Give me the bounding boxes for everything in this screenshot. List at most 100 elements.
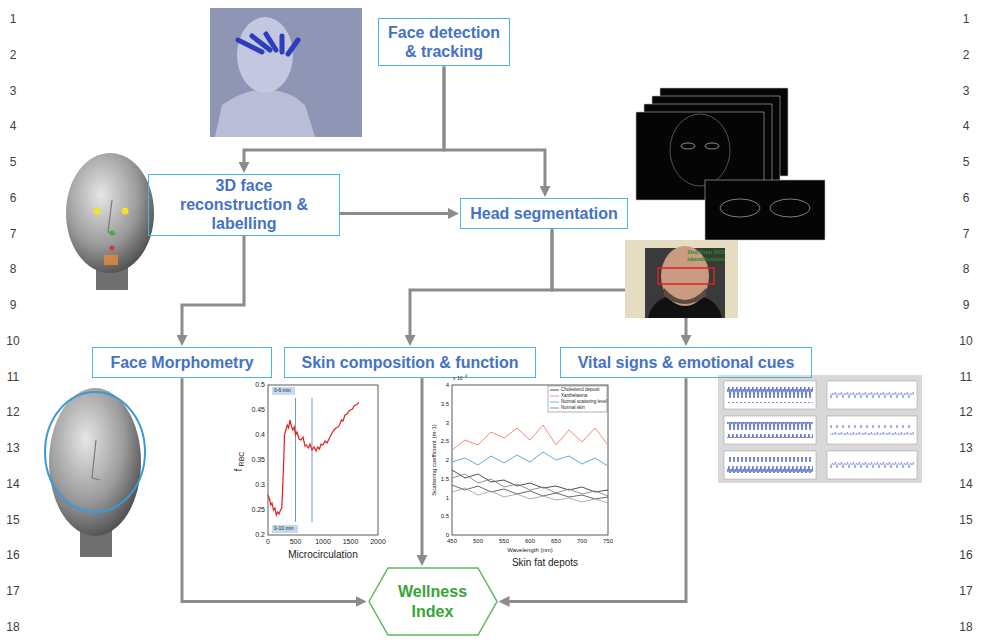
interval-box	[272, 525, 298, 533]
line-number: 8	[963, 264, 970, 277]
line-number: 13	[959, 443, 972, 456]
line-number: 18	[959, 621, 972, 634]
nose-line	[92, 440, 100, 480]
plot-frame	[452, 385, 608, 535]
node-title: Face detection & tracking	[383, 23, 505, 61]
node-title: Wellness Index	[393, 582, 473, 620]
process-box: Skin composition & function	[284, 347, 536, 378]
beard	[664, 288, 706, 304]
line-number: 10	[959, 335, 972, 348]
axis-tick: 2000	[370, 538, 386, 546]
process-box: Face Morphometry	[92, 347, 272, 378]
node-title: Face Morphometry	[101, 353, 263, 372]
legend-sample	[550, 408, 559, 409]
axis-tick: 0.35	[251, 456, 265, 464]
legend-sample	[550, 390, 559, 391]
axis-tick: 600	[525, 538, 535, 545]
axis-tick: 4	[446, 382, 449, 389]
face-surface	[66, 153, 154, 273]
node-title: Head segmentation	[469, 204, 619, 223]
roi-box	[658, 268, 714, 284]
face-morphometry-render	[45, 388, 145, 557]
line-number: 10	[6, 335, 19, 348]
process-box: 3D face reconstruction & labelling	[148, 174, 340, 236]
signal-plot	[724, 451, 816, 479]
result-hexagon: Wellness Index	[368, 567, 498, 636]
axis-tick: 0	[446, 532, 449, 539]
signal-plot	[827, 451, 917, 479]
line-number: 8	[10, 264, 17, 277]
signal-panel	[718, 375, 922, 483]
flow-arrow	[410, 229, 552, 337]
chart-label: 0-6 min	[274, 388, 291, 394]
scattering-chart	[452, 385, 608, 535]
line-number: 15	[959, 514, 972, 527]
line-number: 15	[6, 514, 19, 527]
hexagon-outline	[368, 567, 498, 636]
line-number: 9	[10, 299, 17, 312]
chart-legend-text: Xanthelasma	[561, 394, 587, 399]
edge-contour	[705, 143, 719, 149]
line-number: 17	[6, 586, 19, 599]
process-box: Head segmentation	[460, 198, 628, 229]
axis-tick: 700	[577, 538, 587, 545]
line-number: 1	[963, 13, 970, 26]
node-title: 3D face reconstruction & labelling	[161, 176, 327, 234]
face-surface	[49, 388, 141, 536]
axis-tick: 0	[266, 538, 270, 546]
line-number: 5	[10, 156, 17, 169]
axis-tick: 500	[290, 538, 302, 546]
node-title: Vital signs & emotional cues	[569, 353, 803, 372]
data-line	[452, 488, 608, 503]
line-number: 4	[10, 121, 17, 134]
legend-sample	[550, 396, 559, 397]
landmark-dot	[110, 246, 115, 251]
signal-plot	[724, 381, 816, 409]
chart-label: RBC	[238, 452, 246, 467]
microcirculation-chart	[268, 385, 378, 535]
line-number: 12	[6, 407, 19, 420]
edge-image-stack	[636, 88, 825, 240]
data-line	[452, 452, 608, 466]
axis-tick: 0.5	[255, 381, 265, 389]
line-number: 17	[959, 586, 972, 599]
line-number: 3	[963, 85, 970, 98]
line-number: 16	[6, 550, 19, 563]
line-number: 18	[6, 621, 19, 634]
chart-legend-box	[548, 386, 607, 412]
axis-tick: 2.5	[441, 438, 449, 445]
line-number: 2	[10, 49, 17, 62]
axis-tick: 750	[603, 538, 613, 545]
line-number: 6	[10, 192, 17, 205]
edge-contour	[720, 199, 760, 217]
node-title: Skin composition & function	[293, 353, 527, 372]
axis-tick: 1500	[343, 538, 359, 546]
chart-label: 0-10 min	[274, 526, 293, 532]
chart-label: Wavelength (nm)	[507, 547, 552, 554]
interval-line	[312, 398, 313, 522]
line-number: 1	[10, 13, 17, 26]
line-number: 9	[963, 299, 970, 312]
axis-tick: 0.25	[251, 506, 265, 514]
pose-axis	[280, 36, 285, 52]
chart-label: f	[233, 469, 244, 472]
axis-tick: 1	[446, 494, 449, 501]
face-3d-render	[66, 153, 154, 290]
axis-tick: 0.5	[441, 513, 449, 520]
body-silhouette	[215, 90, 315, 137]
pose-axis	[288, 40, 298, 54]
signal-plot	[724, 416, 816, 444]
plot-frame	[268, 385, 378, 535]
image-frame	[705, 180, 825, 240]
chart-legend-text: Cholesterol deposit	[561, 388, 600, 393]
axis-tick: 0.2	[255, 531, 265, 539]
process-box: Face detection & tracking	[378, 18, 510, 66]
panel-ground	[718, 375, 922, 483]
landmark-dot	[110, 231, 115, 236]
line-number: 6	[963, 192, 970, 205]
data-line	[452, 425, 608, 450]
chart-label: Scattering coefficient (m-1)	[431, 424, 438, 496]
